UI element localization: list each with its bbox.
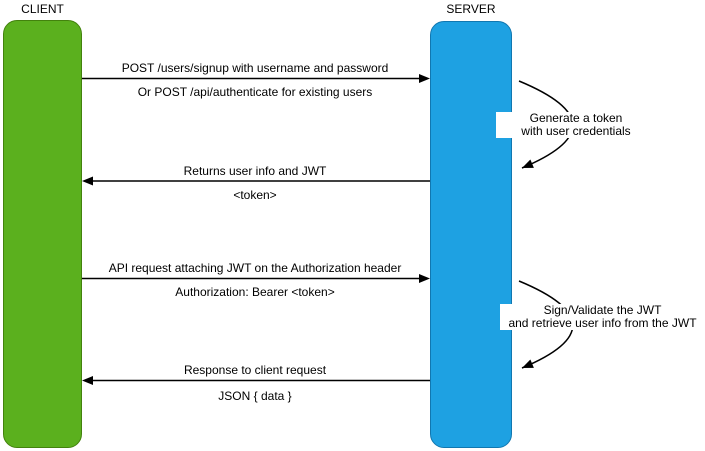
self-action-line: Generate a token <box>529 111 623 125</box>
self-action-line: and retrieve user info from the JWT <box>508 316 697 330</box>
message-arrow-left-2 <box>82 376 430 385</box>
client-lifeline <box>3 20 82 448</box>
self-action-note: Sign/Validate the JWT and retrieve user … <box>500 304 705 330</box>
message-sublabel: <token> <box>233 188 277 202</box>
message-label: POST /users/signup with username and pas… <box>121 61 389 75</box>
client-actor-label: CLIENT <box>21 2 64 16</box>
message-sublabel: Or POST /api/authenticate for existing u… <box>137 85 373 99</box>
message-arrow-right-2 <box>82 274 430 283</box>
message-arrow-left-1 <box>82 176 430 186</box>
message-arrow-right-1 <box>82 74 430 83</box>
server-actor-label: SERVER <box>446 2 496 16</box>
message-sublabel: Authorization: Bearer <token> <box>175 285 335 299</box>
message-sublabel: JSON { data } <box>218 389 292 403</box>
message-label: Returns user info and JWT <box>183 164 327 178</box>
server-lifeline <box>430 21 512 448</box>
message-label: API request attaching JWT on the Authori… <box>108 261 402 275</box>
self-action-line: Sign/Validate the JWT <box>543 303 662 317</box>
self-action-line: with user credentials <box>521 124 631 138</box>
message-label: Response to client request <box>183 363 327 377</box>
self-action-note: Generate a token with user credentials <box>496 112 656 138</box>
